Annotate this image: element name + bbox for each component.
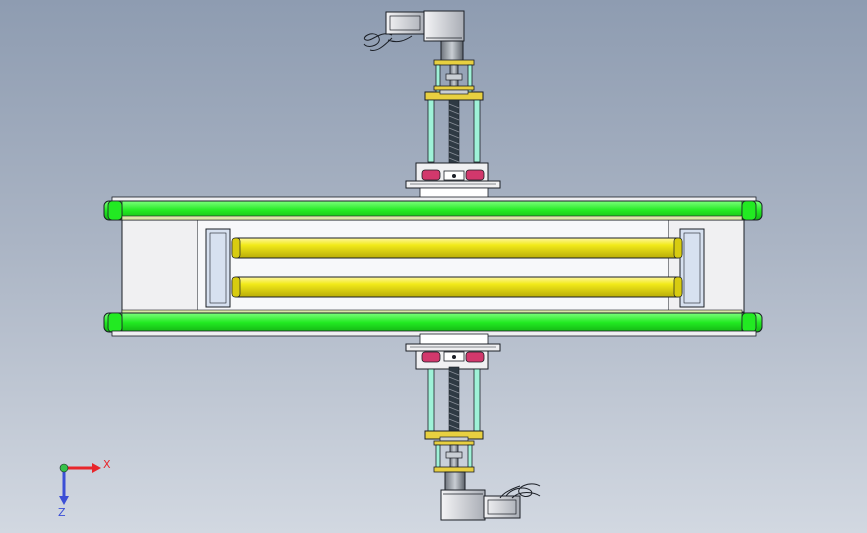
lower-belt <box>103 312 763 333</box>
upper-roller <box>231 237 683 259</box>
bottom-guide-rod-right <box>473 368 481 432</box>
conveyor-frame <box>121 219 745 313</box>
top-gearbox <box>423 10 465 42</box>
top-motor-cable <box>363 33 413 51</box>
lower-belt-assembly <box>103 309 763 337</box>
bottom-motor-cable <box>499 483 541 499</box>
top-coupling <box>440 40 464 62</box>
bottom-motor-assembly <box>405 333 541 521</box>
bottom-guide-rod-left <box>427 368 435 432</box>
right-side-plate <box>667 219 745 313</box>
x-axis-label: X <box>103 458 111 471</box>
upper-belt-assembly <box>103 196 763 221</box>
bottom-motor-body <box>483 495 521 519</box>
top-guide-rod-right <box>473 99 481 163</box>
left-side-plate <box>121 219 199 313</box>
right-end-block <box>679 228 705 308</box>
left-end-block <box>205 228 231 308</box>
lower-roller <box>231 276 683 298</box>
bottom-gearbox <box>440 489 486 521</box>
roller-group <box>231 237 683 298</box>
axis-triad: X Z <box>58 458 111 519</box>
top-motor-assembly <box>363 10 501 200</box>
y-axis-dot <box>59 463 69 473</box>
top-guide-rod-left <box>427 99 435 163</box>
z-axis-label: Z <box>58 506 66 519</box>
